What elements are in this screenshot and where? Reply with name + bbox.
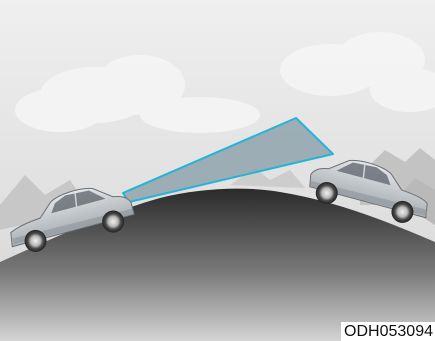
figure-code-label: ODH053094 [341,322,435,341]
